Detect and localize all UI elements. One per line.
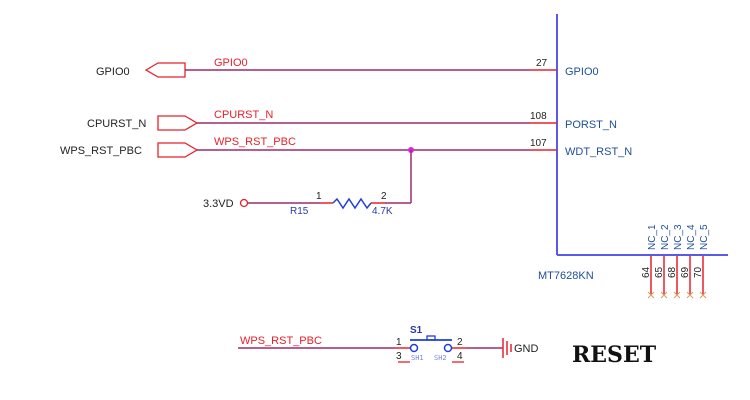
nc-pin-number: 69 (680, 266, 691, 278)
switch-pin-4: 4 (457, 351, 463, 362)
port-label-wps-rst-pbc: WPS_RST_PBC (60, 145, 142, 157)
net-gpio0: GPIO0 GPIO0 27 GPIO0 (96, 57, 599, 78)
switch-contact-left (409, 343, 419, 353)
switch-button-icon (426, 335, 436, 341)
pin-name-porst-n: PORST_N (565, 119, 617, 131)
resistor-ref: R15 (290, 206, 309, 217)
port-label-cpurst-n: CPURST_N (87, 118, 146, 130)
nc-pin-name: NC_2 (660, 224, 671, 250)
no-connect-icon (660, 291, 668, 299)
pin-number-107: 107 (530, 138, 547, 149)
pin-name-wdt-rst-n: WDT_RST_N (565, 146, 632, 158)
resistor-zigzag-icon (332, 197, 372, 210)
port-arrow-cpurst-n (157, 115, 199, 131)
nc-pin-name: NC_3 (673, 224, 684, 250)
net-label-cpurst-n: CPURST_N (214, 109, 273, 121)
port-label-gpio0: GPIO0 (96, 66, 130, 78)
no-connect-icon (686, 291, 694, 299)
diagram-title: RESET (572, 342, 657, 368)
switch-pin-1: 1 (396, 337, 402, 348)
resistor-r15: 3.3VD 1 2 R15 4.7K (203, 191, 411, 217)
net-wps-rst-pbc: WPS_RST_PBC WPS_RST_PBC 107 WDT_RST_N (60, 136, 632, 203)
switch-net-label: WPS_RST_PBC (240, 335, 322, 347)
nc-pin-number: 70 (693, 266, 704, 278)
nc-pin-name: NC_5 (699, 224, 710, 250)
ground-label: GND (514, 343, 539, 355)
supply-terminal-icon (239, 198, 249, 208)
pin-name-gpio0: GPIO0 (565, 66, 599, 78)
pin-number-108: 108 (530, 111, 547, 122)
net-cpurst-n: CPURST_N CPURST_N 108 PORST_N (87, 109, 617, 131)
resistor-pin-1: 1 (316, 191, 322, 202)
resistor-value: 4.7K (372, 206, 393, 217)
no-connect-icon (699, 291, 707, 299)
resistor-pin-2: 2 (381, 191, 387, 202)
no-connect-icon (647, 291, 655, 299)
switch-s1: WPS_RST_PBC S1 1 2 3 4 SH1 SH2 GND (238, 325, 539, 363)
switch-contact-right (443, 343, 453, 353)
switch-pin-3: 3 (396, 351, 402, 362)
switch-sub-label-1: SH1 (411, 354, 424, 362)
supply-label: 3.3VD (203, 198, 234, 210)
nc-pin-number: 65 (654, 266, 665, 278)
nc-pin-name: NC_1 (647, 224, 658, 250)
nc-pin-number: 64 (641, 266, 652, 278)
nc-pin-name: NC_4 (686, 224, 697, 250)
switch-pin-2: 2 (457, 337, 463, 348)
pin-number-27: 27 (536, 58, 548, 69)
net-label-wps-rst-pbc: WPS_RST_PBC (214, 136, 296, 148)
switch-sub-label-2: SH2 (434, 354, 447, 362)
nc-pins: NC_1 64 NC_2 65 NC_3 68 NC_4 69 NC_5 70 (641, 224, 710, 299)
no-connect-icon (673, 291, 681, 299)
switch-ref: S1 (410, 325, 423, 336)
net-label-gpio0: GPIO0 (214, 57, 248, 69)
port-arrow-gpio0 (144, 62, 186, 78)
chip-mt7628kn: MT7628KN (538, 14, 728, 282)
port-arrow-wps-rst-pbc (157, 142, 199, 158)
nc-pin-number: 68 (667, 266, 678, 278)
chip-part-name: MT7628KN (538, 270, 594, 282)
